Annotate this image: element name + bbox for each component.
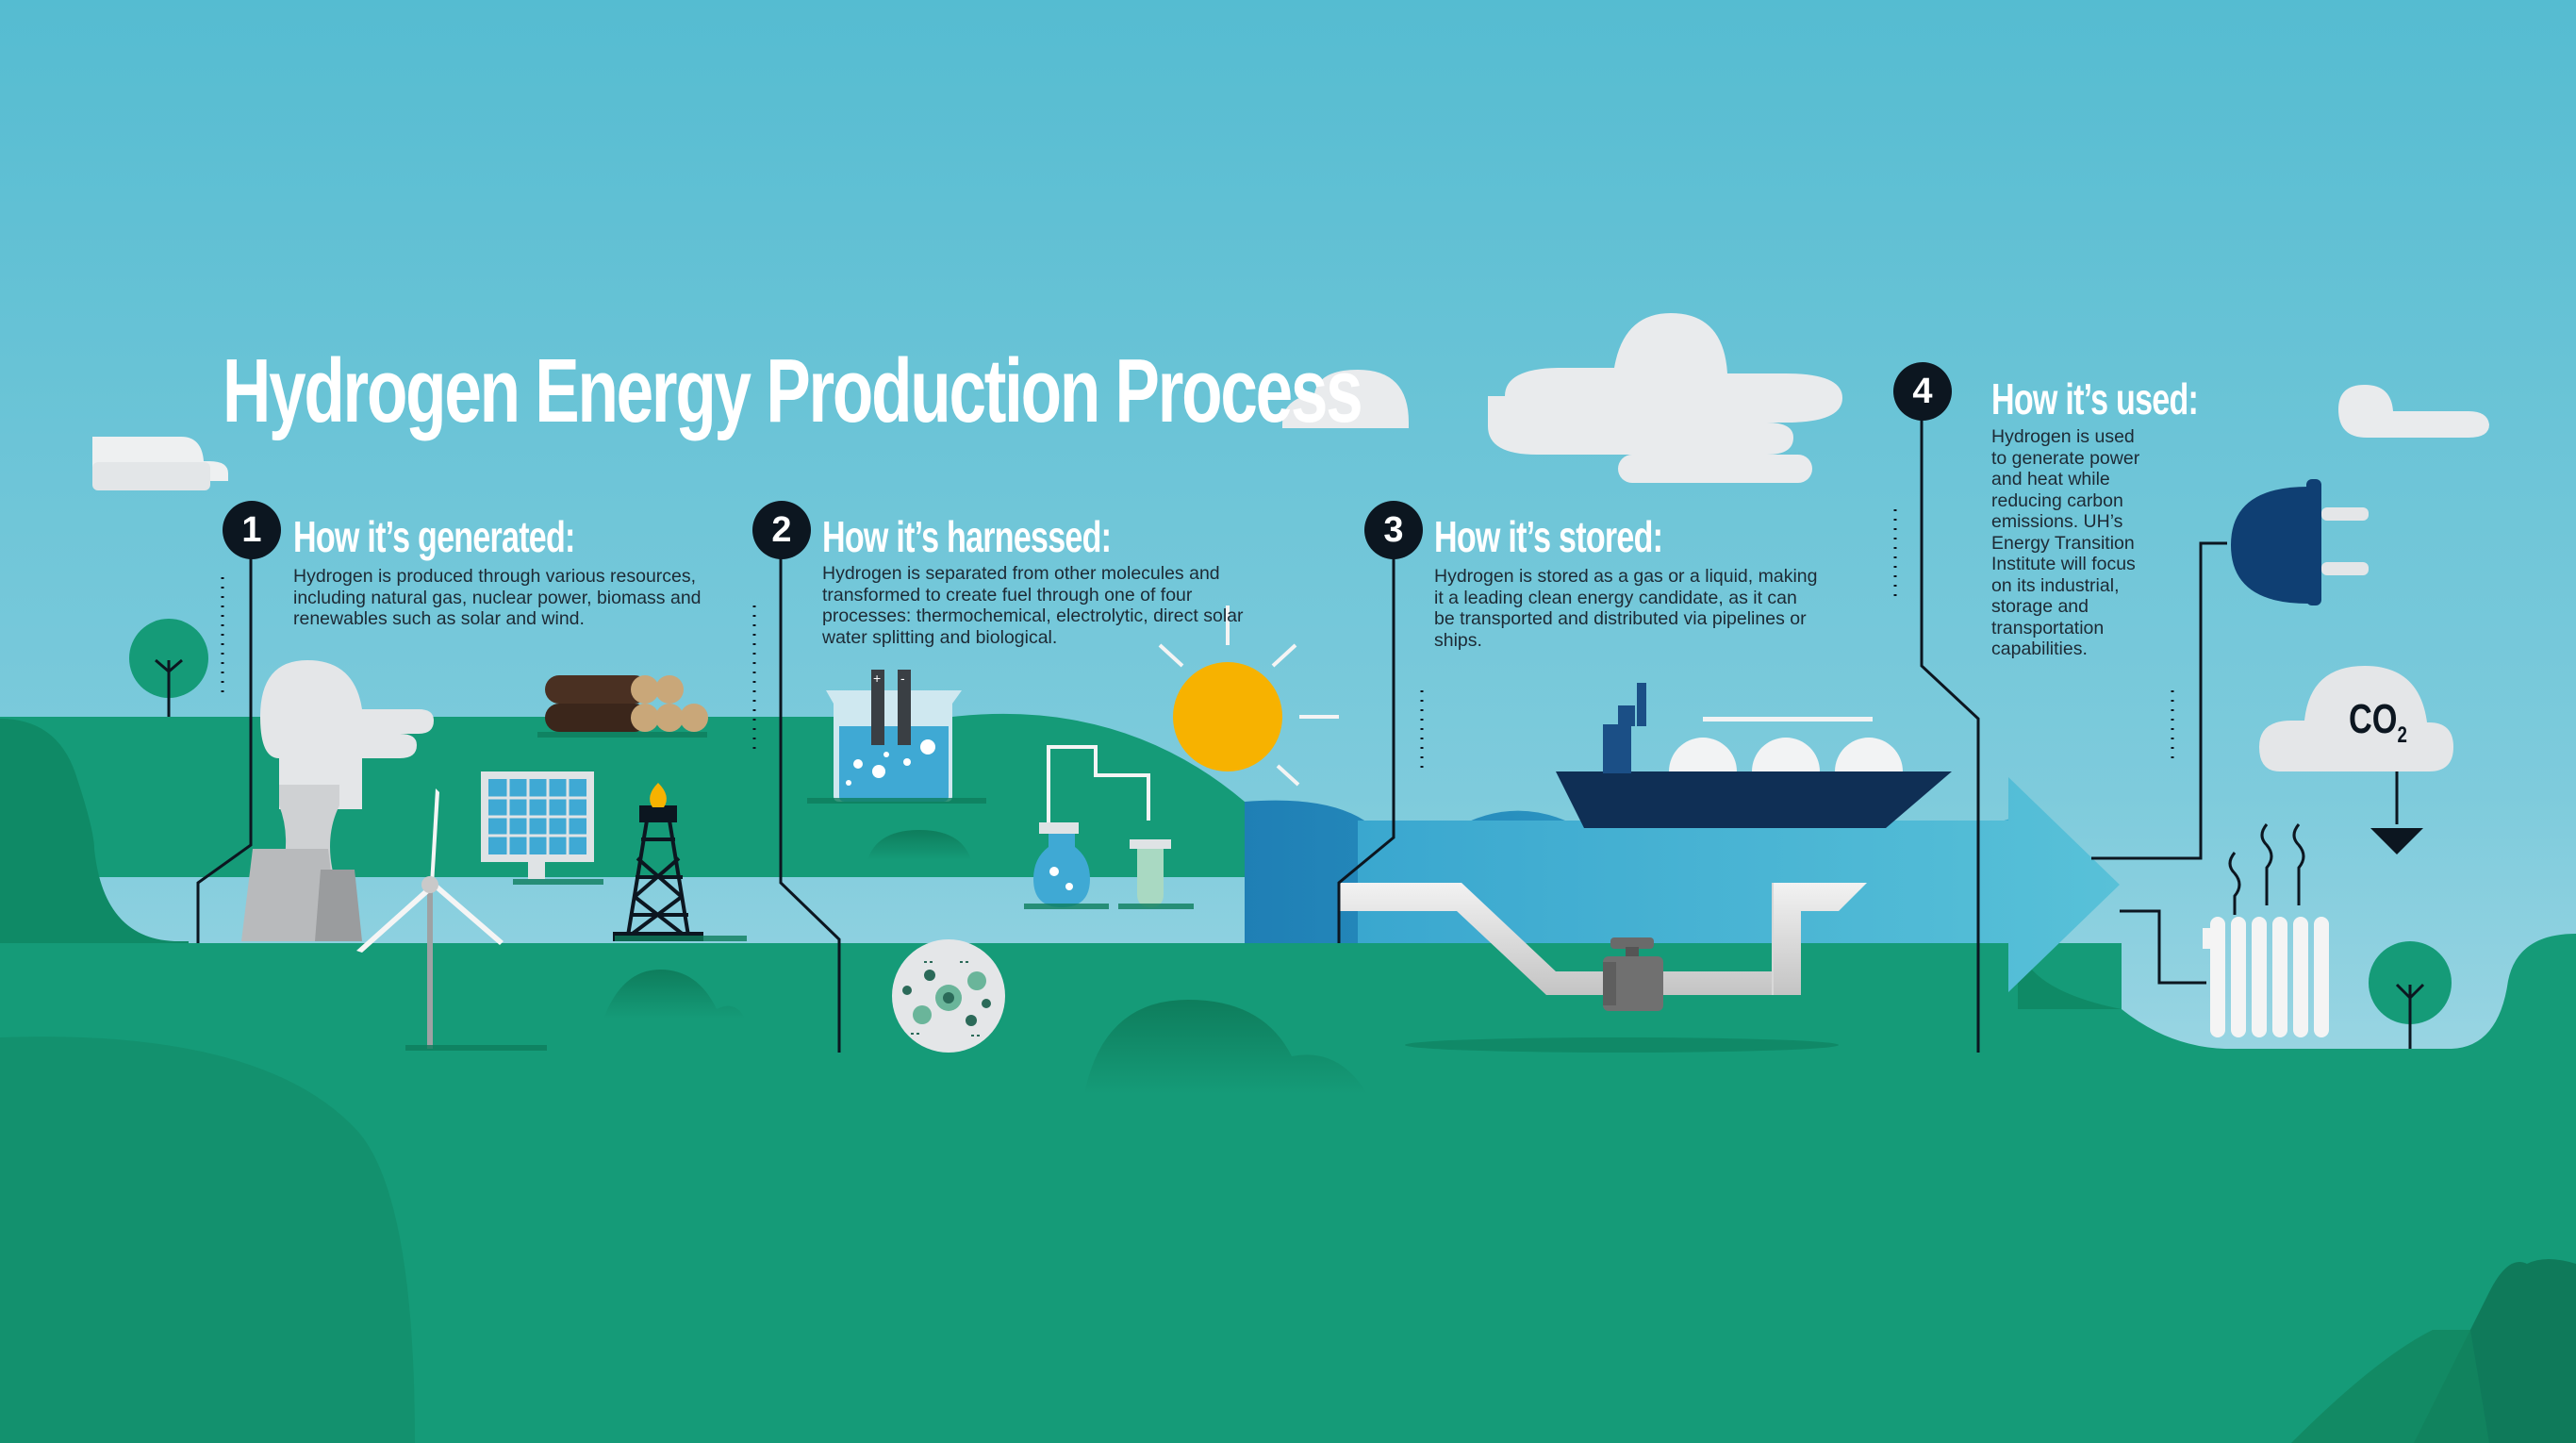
hill-front [0,1037,415,1443]
svg-text:+: + [873,671,881,686]
mound [603,970,745,1019]
step-heading-1: How it’s generated: [293,512,575,561]
tree-icon [129,619,208,717]
step-heading-3: How it’s stored: [1434,512,1663,561]
step-badge-3: 3 [1364,501,1423,559]
svg-text:-: - [900,671,905,686]
step-badge-4: 4 [1893,362,1952,421]
tanker-ship-icon [1556,683,1952,828]
step-text-3: Hydrogen is stored as a gas or a liquid,… [1434,566,1818,651]
step-heading-2: How it’s harnessed: [822,512,1112,561]
valve-icon [1603,937,1663,1011]
tree-icon [2369,941,2452,1049]
step-badge-2: 2 [752,501,811,559]
test-tube-icon [1118,839,1194,909]
molecule-icon [892,939,1005,1053]
cloud-icon [1488,313,1842,483]
hill-right-2 [2291,1330,2489,1443]
step-text-4: Hydrogen is used to generate power and h… [1991,426,2140,659]
ground [0,934,2576,1443]
electrolysis-beaker-icon: + - [807,670,986,804]
connector-lines [196,390,2227,1053]
down-arrow-icon [2370,771,2423,854]
nuclear-plant-icon [241,660,434,941]
cloud-icon [2338,385,2489,438]
oil-rig-icon [613,783,747,941]
pipeline-icon [1339,883,1867,1053]
page-title: Hydrogen Energy Production Process [223,340,1363,441]
step-badge-1: 1 [223,501,281,559]
mound [2018,943,2122,1009]
cloud-icon [1282,370,1409,428]
dotted-guides [221,509,2174,775]
step-text-2: Hydrogen is separated from other molecul… [822,563,1244,648]
step-heading-4: How it’s used: [1991,374,2199,423]
radiator-icon [2203,823,2329,1037]
cloud-icon [92,437,228,490]
logs-icon [537,675,708,738]
hill-left [0,719,189,943]
flow-arrow-icon [1358,777,2120,992]
step-text-1: Hydrogen is produced through various res… [293,566,702,629]
plug-icon [2231,479,2369,605]
sun-icon [1158,605,1339,787]
flask-icon [1024,745,1150,909]
wind-turbine-icon [356,788,547,1051]
mound [867,830,971,860]
mound [1084,1000,1367,1094]
co2-cloud-icon [2259,666,2453,771]
solar-panel-icon [481,771,603,885]
co2-label: CO2 [2349,696,2407,748]
